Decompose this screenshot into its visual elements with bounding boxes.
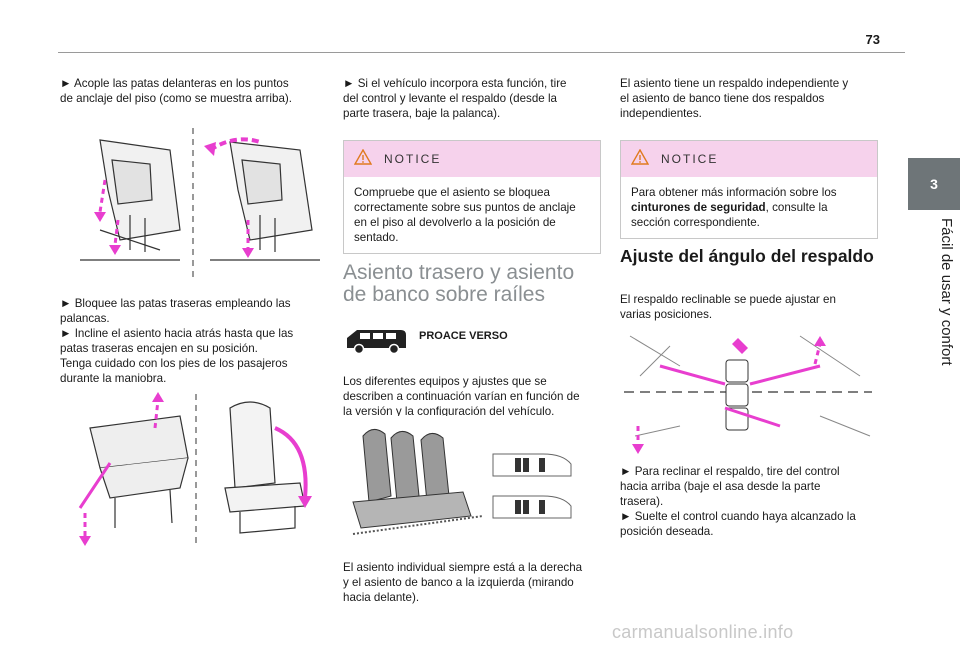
column-2-mid: Los diferentes equipos y ajustes que se …: [343, 374, 583, 419]
instruction-front-legs: ► Acople las patas delanteras en los pun…: [60, 77, 292, 105]
section-title-rear-seat: Asiento trasero y asiento de banco sobre…: [343, 261, 575, 306]
instruction-lift-backrest: ► Si el vehículo incorpora esta función,…: [343, 77, 567, 120]
seatbelt-link[interactable]: cinturones de seguridad: [631, 201, 766, 214]
seat-legs-illustration: [60, 120, 326, 284]
notice-box-2: NOTICE Para obtener más información sobr…: [620, 140, 878, 239]
instruction-recline: ► Para reclinar el respaldo, tire del co…: [620, 465, 840, 508]
seat-layout-illustration: [343, 416, 599, 544]
instruction-tilt-seat: ► Incline el asiento hacia atrás hasta q…: [60, 327, 294, 355]
figure-seat-lift: [60, 388, 326, 554]
chapter-tab[interactable]: 3: [908, 158, 960, 210]
equipment-note: Los diferentes equipos y ajustes que se …: [343, 375, 580, 418]
notice-body: Compruebe que el asiento se bloquea corr…: [354, 186, 576, 244]
column-3-mid: El respaldo reclinable se puede ajustar …: [620, 292, 860, 322]
figure-recline: [620, 326, 876, 456]
notice-body: Para obtener más información sobre los c…: [621, 177, 877, 238]
notice-heading: NOTICE: [661, 151, 719, 166]
recline-illustration: [620, 326, 876, 456]
notice-text-prefix: Para obtener más información sobre los: [631, 186, 837, 199]
figure-seat-layout: [343, 416, 599, 544]
model-label: PROACE VERSO: [419, 330, 508, 342]
backrest-description: El asiento tiene un respaldo independien…: [620, 77, 849, 120]
column-3-lower: ► Para reclinar el respaldo, tire del co…: [620, 464, 860, 539]
column-2: ► Si el vehículo incorpora esta función,…: [343, 76, 583, 121]
notice-header: NOTICE: [621, 141, 877, 177]
heading-backrest-angle: Ajuste del ángulo del respaldo: [620, 246, 874, 266]
instruction-rear-legs: ► Bloquee las patas traseras empleando l…: [60, 297, 291, 325]
warning-icon: [353, 148, 373, 169]
caution-feet: Tenga cuidado con los pies de los pasaje…: [60, 357, 288, 385]
seat-position-note: El asiento individual siempre está a la …: [343, 561, 583, 604]
column-1: ► Acople las patas delanteras en los pun…: [60, 76, 300, 106]
column-1-lower: ► Bloquee las patas traseras empleando l…: [60, 296, 300, 386]
watermark: carmanualsonline.info: [612, 622, 794, 642]
column-2-lower: El asiento individual siempre está a la …: [343, 560, 583, 605]
notice-heading: NOTICE: [384, 151, 442, 166]
van-icon: [343, 326, 409, 361]
notice-header: NOTICE: [344, 141, 600, 177]
figure-seat-legs: [60, 120, 326, 284]
column-3: El asiento tiene un respaldo independien…: [620, 76, 860, 121]
instruction-release: ► Suelte el control cuando haya alcanzad…: [620, 510, 856, 538]
notice-box-1: NOTICE Compruebe que el asiento se bloqu…: [343, 140, 601, 254]
page-number: 73: [865, 32, 880, 47]
warning-icon: [630, 148, 650, 169]
top-rule: [58, 52, 905, 53]
recline-description: El respaldo reclinable se puede ajustar …: [620, 293, 836, 321]
seat-lift-illustration: [60, 388, 326, 554]
chapter-title: Fácil de usar y confort: [938, 218, 955, 366]
model-indicator: PROACE VERSO: [343, 326, 508, 361]
notice-text-suffix: , consulte la sección correspondiente.: [631, 201, 828, 229]
